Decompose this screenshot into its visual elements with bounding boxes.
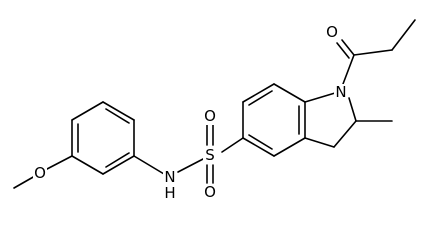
bond-s-aryl — [221, 137, 244, 153]
mask-n-sulfonamide — [163, 169, 177, 185]
bond-ring-a-inner-3 — [105, 152, 130, 168]
bond-ring-a-6 — [71, 155, 104, 175]
bond-n-s — [177, 157, 206, 173]
atom-h-sulfonamide: H — [164, 184, 175, 202]
mask-o-sulfonyl-top — [203, 108, 217, 125]
bond-aryl-n — [133, 155, 165, 175]
mask-o-sulfonyl-bottom — [203, 184, 217, 201]
atom-o-carbonyl: O — [326, 23, 338, 41]
atom-o-methoxy: O — [34, 164, 46, 182]
bond-ring-b-3 — [273, 83, 306, 103]
bond-methyl-o — [13, 175, 36, 189]
chemical-structure-diagram: O N H S O O N O — [13, 19, 416, 202]
bond-ring-c-2 — [348, 97, 357, 122]
bonds — [13, 19, 416, 189]
bond-o-aryl — [46, 155, 73, 170]
bond-ring-c-3 — [333, 120, 357, 148]
atom-o-sulfonyl-top: O — [204, 107, 216, 125]
bond-ring-c-1 — [304, 92, 336, 103]
mask-o-methoxy — [33, 164, 47, 181]
bond-c-o-2 — [336, 42, 350, 59]
bond-ring-b-inner-3 — [248, 134, 273, 150]
bond-ring-b-6 — [242, 137, 275, 157]
bond-ring-a-inner-2 — [105, 108, 130, 124]
mask-h-sulfonamide — [163, 185, 177, 201]
bond-ch2-ch3 — [391, 19, 416, 51]
atom-n-sulfonamide: N — [164, 168, 175, 186]
atom-s-sulfonyl: S — [205, 146, 215, 164]
bond-ring-a-2 — [71, 101, 104, 121]
bond-ring-b-2 — [242, 83, 275, 103]
bond-n-carbonyl — [342, 54, 355, 85]
bond-ring-b-5 — [273, 137, 306, 157]
mask-n-indoline — [334, 84, 348, 101]
bond-ring-c-4 — [304, 137, 335, 148]
mask-s-sulfonyl — [203, 147, 217, 164]
bond-ring-a-3 — [102, 101, 135, 121]
atom-o-sulfonyl-bottom: O — [204, 183, 216, 201]
bond-ring-b-inner-1 — [248, 90, 273, 106]
bond-carbonyl-ch2 — [353, 49, 393, 56]
bond-ring-a-5 — [102, 155, 135, 175]
bond-c-o-1 — [341, 39, 355, 56]
mask-o-carbonyl — [325, 24, 339, 41]
atom-labels: O N H S O O N O — [33, 23, 348, 202]
atom-n-indoline: N — [335, 83, 346, 101]
